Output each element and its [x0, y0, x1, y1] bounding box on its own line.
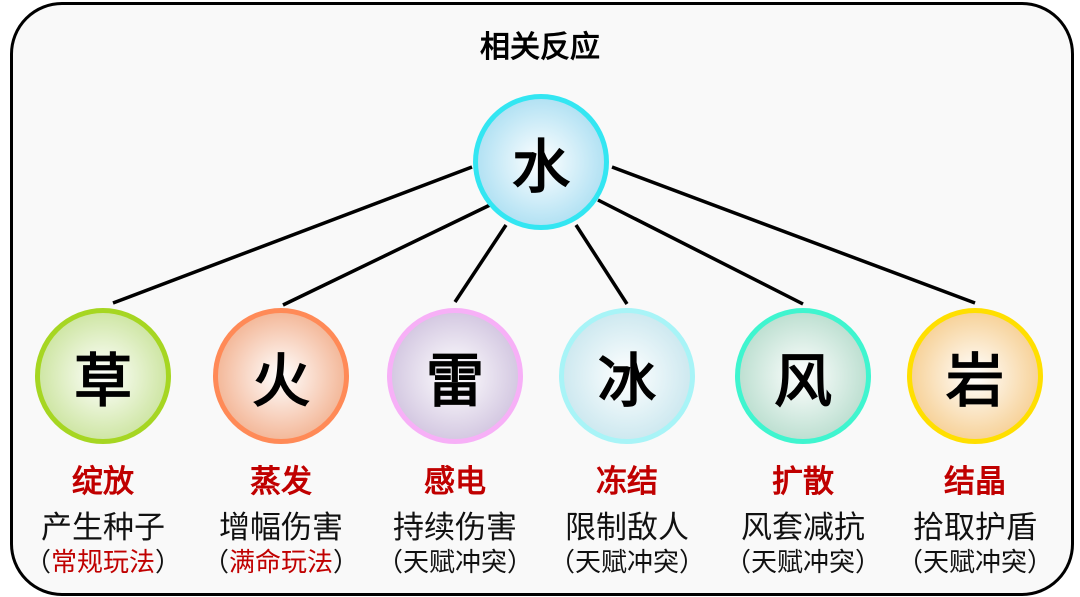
element-node: 风 — [735, 308, 871, 444]
paren-open: （ — [202, 548, 229, 578]
note-text: 天赋冲突 — [402, 548, 507, 578]
paren-open: （ — [724, 548, 751, 578]
element-label: 风 — [773, 347, 832, 415]
reaction-note: （满命玩法） — [186, 542, 376, 579]
reaction-note: （天赋冲突） — [880, 542, 1070, 579]
paren-close: ） — [155, 548, 182, 578]
element-label: 冰 — [597, 347, 656, 415]
connector-line — [282, 203, 491, 307]
note-text: 天赋冲突 — [574, 548, 679, 578]
connector-line — [597, 198, 804, 306]
paren-open: （ — [548, 548, 575, 578]
reaction-effect: 风套减抗 — [741, 510, 865, 546]
connector-line — [453, 224, 508, 303]
water-label: 水 — [511, 133, 570, 201]
reaction-name: 蒸发 — [250, 464, 312, 500]
paren-close: ） — [855, 548, 882, 578]
element-node: 冰 — [559, 308, 695, 444]
element-label: 雷 — [425, 347, 484, 415]
reaction-name: 绽放 — [72, 464, 134, 500]
connector-line — [574, 224, 629, 305]
paren-open: （ — [376, 548, 403, 578]
reaction-effect: 增幅伤害 — [219, 510, 343, 546]
reaction-note: （天赋冲突） — [708, 542, 898, 579]
element-node: 雷 — [387, 308, 523, 444]
element-node: 火 — [213, 308, 349, 444]
element-node: 草 — [35, 308, 171, 444]
paren-close: ） — [1027, 548, 1054, 578]
reaction-name: 扩散 — [772, 464, 834, 500]
paren-close: ） — [333, 548, 360, 578]
note-text: 常规玩法 — [50, 548, 155, 578]
diagram-title: 相关反应 — [480, 30, 600, 65]
reaction-effect: 拾取护盾 — [913, 510, 1037, 546]
note-text: 天赋冲突 — [750, 548, 855, 578]
reaction-note: （天赋冲突） — [360, 542, 550, 579]
reaction-name: 感电 — [424, 464, 486, 500]
reaction-effect: 产生种子 — [41, 510, 165, 546]
reaction-note: （常规玩法） — [8, 542, 198, 579]
paren-close: ） — [679, 548, 706, 578]
reaction-effect: 持续伤害 — [393, 510, 517, 546]
element-label: 草 — [73, 347, 132, 415]
note-text: 天赋冲突 — [922, 548, 1027, 578]
element-node: 岩 — [907, 308, 1043, 444]
reaction-note: （天赋冲突） — [532, 542, 722, 579]
paren-open: （ — [24, 548, 51, 578]
reaction-name: 冻结 — [596, 464, 658, 500]
reaction-effect: 限制敌人 — [565, 510, 689, 546]
water-node: 水 — [473, 94, 609, 230]
note-text: 满命玩法 — [228, 548, 333, 578]
element-label: 火 — [251, 347, 310, 415]
element-label: 岩 — [945, 347, 1004, 415]
connector-line — [112, 165, 473, 305]
reaction-name: 结晶 — [944, 464, 1006, 500]
paren-close: ） — [507, 548, 534, 578]
connector-line — [611, 165, 976, 305]
paren-open: （ — [896, 548, 923, 578]
